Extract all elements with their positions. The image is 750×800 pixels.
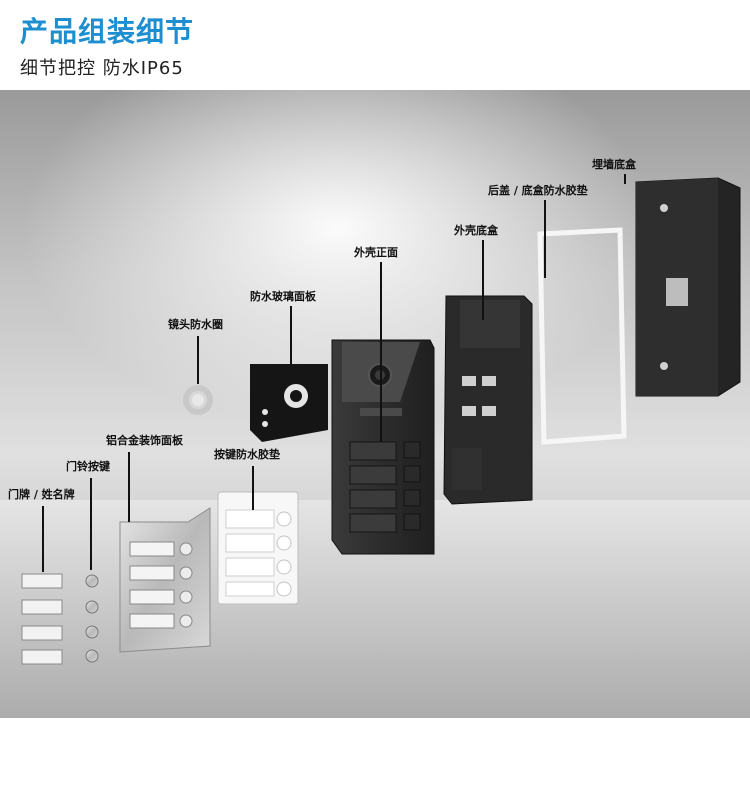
exploded-view-scene: 门牌 / 姓名牌 门铃按键 铝合金装饰面板 按键防水胶垫 镜头防水圈 防水玻璃面…: [0, 90, 750, 718]
flush-box: [635, 177, 741, 397]
back-gasket-label: 后盖 / 底盒防水胶垫: [488, 184, 588, 197]
back-gasket: [537, 227, 627, 445]
flush-box-label: 埋墙底盒: [592, 158, 636, 171]
front-shell-leader: [380, 262, 382, 442]
front-shell: [331, 339, 435, 555]
nameplate-strips: [21, 573, 63, 665]
flush-box-leader: [624, 174, 626, 184]
lens-ring-label: 镜头防水圈: [168, 318, 223, 331]
doorbell-button-leader: [90, 478, 92, 570]
glass-panel-leader: [290, 306, 292, 364]
page-title: 产品组装细节: [20, 15, 195, 48]
back-gasket-leader: [544, 200, 546, 278]
button-gasket-leader: [252, 466, 254, 510]
shell-base-leader: [482, 240, 484, 320]
aluminum-panel-label: 铝合金装饰面板: [106, 434, 183, 447]
doorbell-buttons: [85, 574, 99, 663]
button-gasket: [217, 491, 299, 605]
aluminum-panel: [119, 507, 211, 653]
front-shell-label: 外壳正面: [354, 246, 398, 259]
lens-ring: [183, 385, 213, 415]
page-subtitle: 细节把控 防水IP65: [20, 58, 184, 79]
doorbell-button-label: 门铃按键: [66, 460, 110, 473]
aluminum-panel-leader: [128, 452, 130, 522]
nameplate-leader: [42, 506, 44, 572]
shell-base-label: 外壳底盒: [454, 224, 498, 237]
exploded-view-illustration: [21, 177, 741, 665]
nameplate-label: 门牌 / 姓名牌: [8, 488, 75, 501]
lens-ring-leader: [197, 336, 199, 384]
glass-panel-label: 防水玻璃面板: [250, 290, 316, 303]
glass-panel: [250, 364, 328, 442]
button-gasket-label: 按键防水胶垫: [214, 448, 280, 461]
shell-base: [443, 295, 533, 505]
